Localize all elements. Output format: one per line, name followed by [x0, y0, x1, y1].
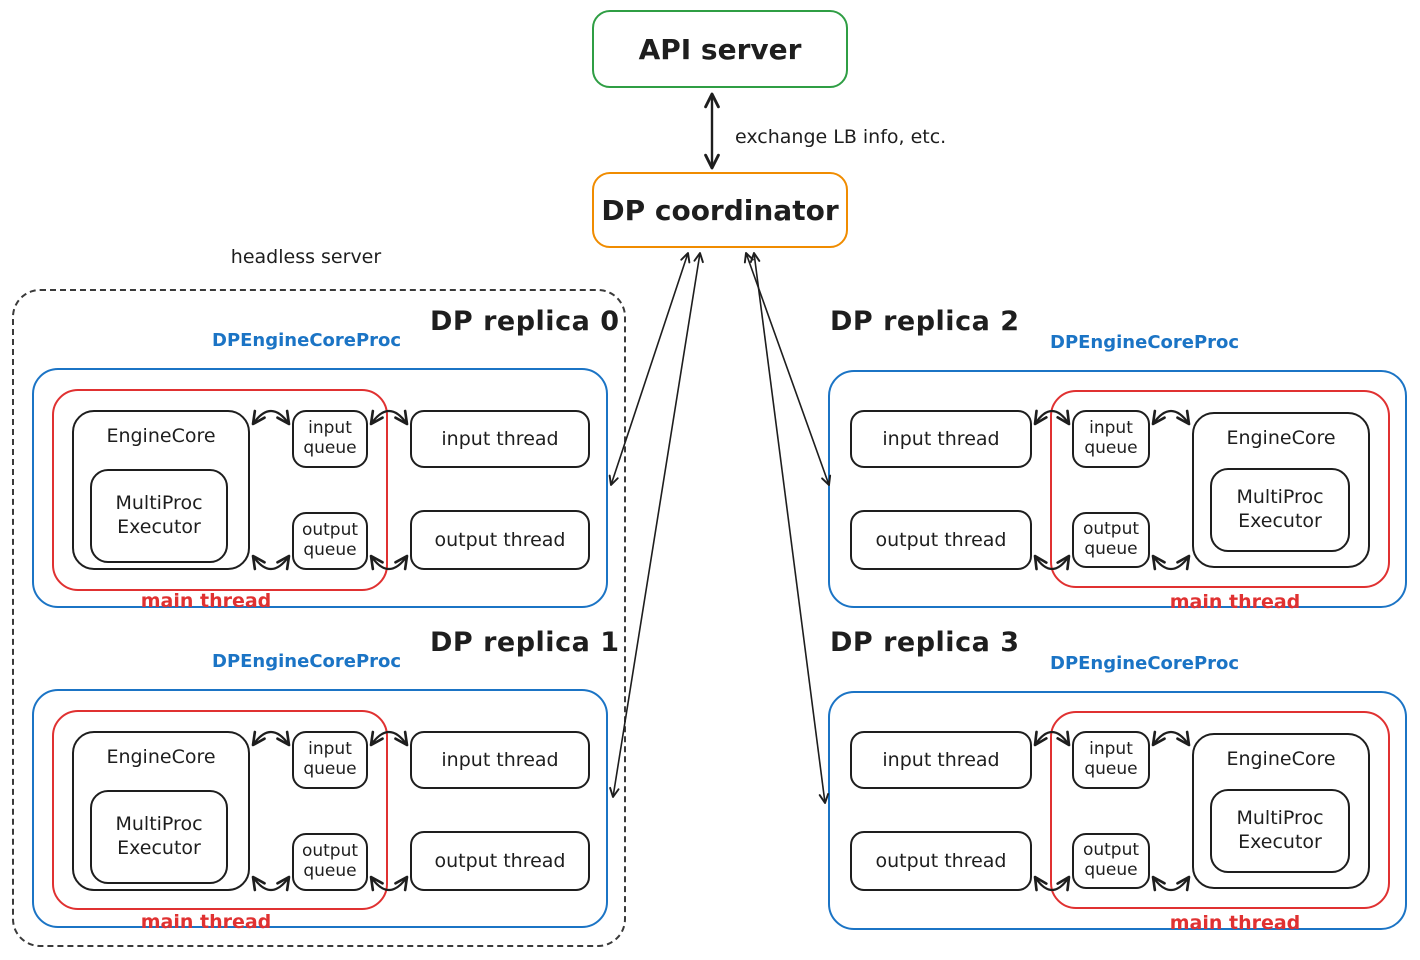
replica-3-main-thread-label: main thread	[1169, 912, 1301, 934]
replica-1-main-thread-frame	[52, 710, 388, 910]
replica-1-output-thread-box: output thread	[410, 831, 590, 891]
replica-1-executor-label: MultiProc Executor	[115, 813, 203, 859]
replica-0-proc-label: DPEngineCoreProc	[212, 330, 402, 351]
replica-3-input-thread-box: input thread	[850, 731, 1032, 789]
replica-2-output-queue-box: output queue	[1072, 512, 1150, 568]
replica-2-output-queue-label: output queue	[1082, 519, 1140, 559]
replica-2-output-thread-box: output thread	[850, 510, 1032, 570]
replica-0-input-queue-box: input queue	[292, 410, 368, 468]
replica-0-output-queue-box: output queue	[292, 512, 368, 570]
replica-1-output-queue-box: output queue	[292, 833, 368, 891]
replica-2-input-queue-label: input queue	[1084, 418, 1138, 458]
replica-0-input-queue-label: input queue	[303, 418, 357, 458]
replica-0-output-thread-label: output thread	[434, 529, 566, 551]
replica-1-title: DP replica 1	[430, 627, 620, 658]
replica-3-input-queue-box: input queue	[1072, 731, 1150, 789]
replica-2-input-thread-box: input thread	[850, 410, 1032, 468]
replica-0-output-thread-box: output thread	[410, 510, 590, 570]
replica-0-input-thread-label: input thread	[441, 428, 559, 450]
replica-2-executor-label: MultiProc Executor	[1236, 486, 1324, 532]
replica-1-input-thread-box: input thread	[410, 731, 590, 789]
replica-3-output-queue-label: output queue	[1082, 840, 1140, 880]
replica-0-engine-core-label: EngineCore	[106, 425, 216, 447]
replica-3-executor-label: MultiProc Executor	[1236, 807, 1324, 853]
replica-2-engine-core-label: EngineCore	[1226, 427, 1336, 449]
replica-2-input-queue-box: input queue	[1072, 410, 1150, 468]
replica-1-executor-box: MultiProc Executor	[90, 790, 228, 884]
replica-3-input-queue-label: input queue	[1084, 739, 1138, 779]
replica-3-output-queue-box: output queue	[1072, 833, 1150, 889]
replica-2-output-thread-label: output thread	[875, 529, 1007, 551]
replica-1-input-queue-box: input queue	[292, 731, 368, 789]
replica-0-executor-label: MultiProc Executor	[115, 492, 203, 538]
headless-server-label: headless server	[230, 246, 382, 268]
replica-2-input-thread-label: input thread	[882, 428, 1000, 450]
replica-1-input-queue-label: input queue	[303, 739, 357, 779]
replica-0-output-queue-label: output queue	[301, 520, 359, 560]
replica-1-engine-core-label: EngineCore	[106, 746, 216, 768]
replica-1-output-thread-label: output thread	[434, 850, 566, 872]
replica-3-engine-core-label: EngineCore	[1226, 748, 1336, 770]
replica-0-input-thread-box: input thread	[410, 410, 590, 468]
replica-3-title: DP replica 3	[830, 627, 1020, 658]
replica-3-main-thread-frame	[1050, 711, 1390, 909]
dp-coordinator-label: DP coordinator	[601, 193, 839, 227]
replica-3-input-thread-label: input thread	[882, 749, 1000, 771]
replica-2-main-thread-frame	[1050, 390, 1390, 588]
exchange-lb-info-label: exchange LB info, etc.	[735, 126, 947, 148]
replica-2-title: DP replica 2	[830, 306, 1020, 337]
replica-0-title: DP replica 0	[430, 306, 620, 337]
replica-2-main-thread-label: main thread	[1169, 591, 1301, 613]
replica-1-output-queue-label: output queue	[301, 841, 359, 881]
replica-0-main-thread-frame	[52, 389, 388, 591]
dp-coordinator-box: DP coordinator	[592, 172, 848, 248]
replica-3-engine-core-proc-frame	[828, 691, 1407, 930]
replica-3-proc-label: DPEngineCoreProc	[1050, 653, 1240, 674]
replica-1-input-thread-label: input thread	[441, 749, 559, 771]
replica-0-main-thread-label: main thread	[140, 590, 272, 612]
replica-3-output-thread-box: output thread	[850, 831, 1032, 891]
replica-3-output-thread-label: output thread	[875, 850, 1007, 872]
replica-1-proc-label: DPEngineCoreProc	[212, 651, 402, 672]
coordinator-replica-3-arrow	[749, 252, 830, 804]
replica-2-executor-box: MultiProc Executor	[1210, 468, 1350, 552]
replica-0-executor-box: MultiProc Executor	[90, 469, 228, 563]
replica-1-engine-core-proc-frame	[32, 689, 608, 928]
api-server-label: API server	[638, 32, 802, 66]
replica-0-engine-core-proc-frame	[32, 368, 608, 608]
api-server-box: API server	[592, 10, 848, 88]
replica-3-executor-box: MultiProc Executor	[1210, 789, 1350, 873]
replica-1-main-thread-label: main thread	[140, 911, 272, 933]
replica-2-proc-label: DPEngineCoreProc	[1050, 332, 1240, 353]
coordinator-replica-2-arrow	[743, 252, 832, 486]
coordinator-replica-1-arrow	[609, 252, 704, 798]
